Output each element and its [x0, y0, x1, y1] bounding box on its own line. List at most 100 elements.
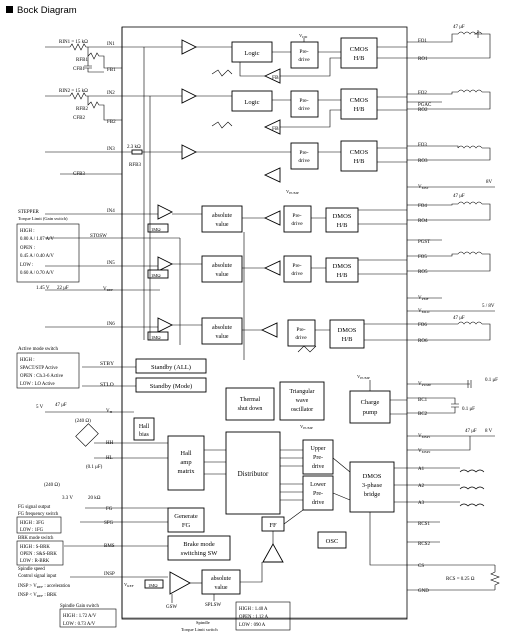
lower-pre-label-a: Lower	[310, 482, 326, 488]
lower-pre-label-c: drive	[312, 500, 325, 506]
spindle-gain-box	[59, 608, 117, 628]
pin-bc1: BC1	[418, 398, 428, 403]
pin-vpump-sub: PUMP	[422, 383, 432, 387]
absolute-value-block-3	[201, 317, 243, 345]
pin-fo2: FO2	[418, 91, 427, 96]
dmos3-label-b: 3-phase	[362, 482, 382, 489]
v58-label: 5 / 8V	[482, 304, 495, 309]
pin-vm5-sub: MSP2	[422, 450, 431, 454]
distributor-block	[225, 431, 281, 515]
vpump-label-1: VPUMP	[286, 189, 299, 195]
one-m-label-1: 1MΩ	[151, 227, 161, 232]
rin2-label: RIN2 = 15 kΩ	[59, 89, 88, 94]
standby-all-label: Standby (ALL)	[151, 364, 191, 371]
brk-high: HIGH : S-BRK	[20, 545, 50, 550]
insp-accel-b: REF	[37, 585, 43, 589]
pin-fo6: FO6	[418, 323, 427, 328]
insp-brk: INSP < VREF : BRK	[18, 593, 57, 598]
stepper-subtitle: Torque Limit (Gain switch)	[18, 216, 68, 221]
pin-fo5: FO5	[418, 255, 427, 260]
active-mode-title: Active mode switch	[18, 347, 58, 352]
predrive-label-2b: drive	[298, 106, 310, 112]
pin-splsw: SPLSW	[205, 603, 221, 608]
pin-vh: VH	[106, 409, 113, 414]
triangular-label-c: oscillator	[291, 407, 313, 413]
osc-label: OSC	[326, 538, 339, 545]
cfb3-label: CFB3	[73, 172, 85, 177]
pin-a1: A1	[418, 467, 425, 472]
predrive-label-5b: drive	[291, 271, 303, 277]
upper-predrive-block	[302, 439, 334, 475]
pin-ro6: RO6	[418, 339, 428, 344]
pin-pgst: PGST	[418, 240, 430, 245]
pin-vref2: VREF	[124, 582, 134, 588]
channel-3: 2.3 kΩ IN3 RFB3 CFB3 Pre- drive CMOS H/B	[45, 140, 407, 183]
brk-box	[16, 540, 64, 566]
insp-brk-c: : BRK	[43, 593, 57, 598]
thermal-label-b: shut down	[238, 406, 263, 412]
rfb1-label: RFB1	[76, 58, 88, 63]
lower-predrive-block	[302, 475, 334, 511]
cmos-hb-block-1	[340, 37, 378, 69]
active-open: OPEN : Ch.3-6 Active	[20, 374, 63, 379]
fg-signal-title: FG signal output	[18, 505, 51, 510]
absolute-value-block-4	[201, 569, 241, 595]
hall-amp-label-c: matrix	[178, 468, 196, 475]
pin-fb1: FB1	[107, 68, 116, 73]
pin-fb2: FB2	[107, 120, 116, 125]
upper-pre-label-b: Pre-	[313, 455, 323, 461]
cmos-label-2a: CMOS	[350, 97, 369, 104]
r240b-label: (240 Ω)	[44, 483, 60, 488]
cfb2-label: CFB2	[73, 116, 85, 121]
pin-vm-sub: MST	[422, 186, 430, 190]
pin-in3: IN3	[107, 147, 115, 152]
pin-ro2: RO2	[418, 108, 428, 113]
dmos3-label-a: DMOS	[363, 473, 382, 480]
stepper-low-val: 0.60 A / 0.70 A/V	[20, 271, 54, 276]
predrive-block-2	[290, 90, 319, 118]
v33-label: 3.3 V	[62, 496, 73, 501]
hall-bias-label-b: bias	[139, 432, 149, 438]
upper-pre-label-c: drive	[312, 464, 325, 470]
pin-fg: FG	[106, 507, 113, 512]
hall-amp-matrix-block	[167, 435, 205, 491]
pin-hh: HH	[106, 441, 114, 446]
pin-in1: IN1	[107, 42, 115, 47]
pin-ro1: RO1	[418, 57, 428, 62]
channel-4: STEPPER Torque Limit (Gain switch) HIGH …	[16, 189, 407, 283]
dmos-3phase-bridge-block	[349, 461, 395, 513]
channel-1: RIN1 = 15 kΩ IN1 RFB1 CFB1 FB1 Logic Pre…	[45, 33, 407, 84]
pin-stlo: STLO	[100, 382, 114, 388]
absolute-value-block-2	[201, 255, 243, 283]
rfb2-label: RFB2	[76, 107, 88, 112]
hall-bias-block	[133, 417, 155, 441]
predrive-label-6a: Pre-	[296, 327, 305, 333]
pin-in5: IN5	[107, 261, 115, 266]
pin-fo3: FO3	[418, 143, 427, 148]
pin-bc2: BC2	[418, 412, 428, 417]
absval-label-1b: value	[216, 222, 229, 228]
spindle-gain-title: Spindle Gain switch	[60, 604, 100, 609]
one-m-label-2: 1MΩ	[151, 273, 161, 278]
rfb3-label: RFB3	[129, 163, 141, 168]
torque-high: HIGH : 1.40 A	[239, 607, 268, 612]
hall-amp-label-b: amp	[180, 459, 191, 466]
torque-open: OPEN : 1.12 A	[239, 615, 269, 620]
pin-fo1: FO1	[418, 39, 427, 44]
distributor-label: Distributor	[238, 470, 269, 478]
fg-high: HIGH : 3FG	[20, 521, 45, 526]
charge-pump-label-a: Charge	[361, 399, 380, 406]
pin-a2: A2	[418, 484, 425, 489]
absval-label-4a: absolute	[211, 576, 231, 582]
fb-label-2: FB	[272, 126, 279, 132]
fg-freq-title: FG frequency switch	[18, 512, 59, 517]
charge-pump-label-b: pump	[363, 409, 378, 416]
active-low: LOW : LO Active	[20, 382, 55, 387]
brake-mode-label-b: switching SW	[181, 550, 219, 557]
cfb1-label: CFB1	[73, 67, 85, 72]
pin-hl: HL	[106, 456, 113, 461]
stepper-high: HIGH :	[20, 229, 35, 234]
pin-vm3-sub: MSP1	[422, 435, 431, 439]
brake-mode-block	[167, 535, 231, 561]
predrive-block-4	[283, 205, 312, 233]
